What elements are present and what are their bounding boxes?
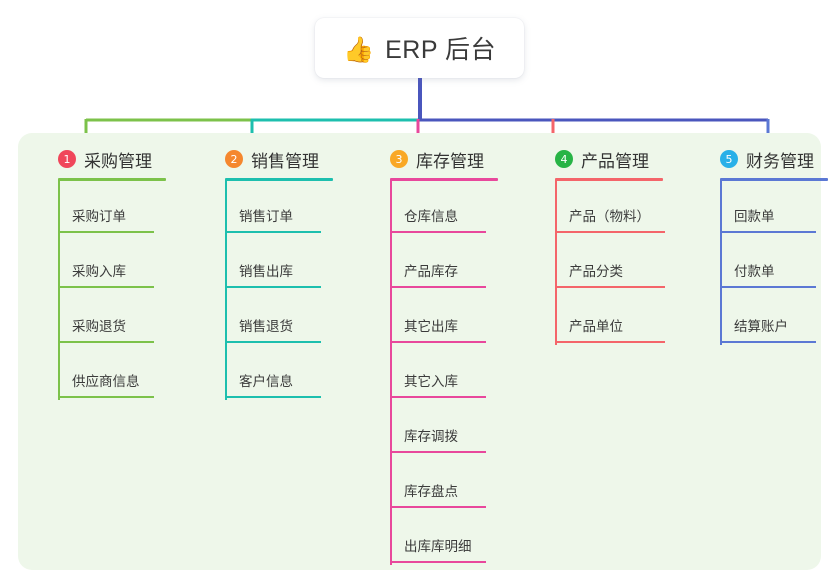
- leaf-label: 产品（物料）: [569, 209, 650, 224]
- leaf-underline: [225, 286, 321, 288]
- leaf-underline: [58, 341, 154, 343]
- leaf-underline: [555, 231, 665, 233]
- leaf-label: 销售退货: [239, 319, 293, 334]
- leaf-underline: [390, 506, 486, 508]
- column-badge-3: 3: [390, 150, 408, 168]
- column-title-3: 库存管理: [416, 151, 484, 171]
- leaf-underline: [58, 286, 154, 288]
- column-header-1[interactable]: 1 采购管理: [38, 146, 152, 172]
- column-title-4: 产品管理: [581, 151, 649, 171]
- leaf-label: 结算账户: [734, 319, 788, 334]
- column-underline-4: [555, 178, 663, 181]
- leaf-label: 客户信息: [239, 374, 293, 389]
- leaf-underline: [390, 286, 486, 288]
- leaf-label: 产品单位: [569, 319, 623, 334]
- leaf-label: 销售订单: [239, 209, 293, 224]
- column-1: 1 采购管理采购订单采购入库采购退货供应商信息: [38, 146, 166, 400]
- column-spine-2: [225, 180, 227, 400]
- root-node[interactable]: 👍 ERP 后台: [315, 18, 524, 78]
- column-spine-3: [390, 180, 392, 565]
- leaf-underline: [390, 341, 486, 343]
- leaf-underline: [390, 561, 486, 563]
- leaf-underline: [555, 286, 665, 288]
- column-header-3[interactable]: 3 库存管理: [370, 146, 484, 172]
- leaf-label: 出库库明细: [404, 539, 472, 554]
- column-3: 3 库存管理仓库信息产品库存其它出库其它入库库存调拨库存盘点出库库明细: [370, 146, 498, 565]
- leaf-underline: [390, 396, 486, 398]
- column-spine-1: [58, 180, 60, 400]
- leaf-underline: [720, 231, 816, 233]
- column-5: 5 财务管理回款单付款单结算账户: [700, 146, 828, 345]
- column-header-4[interactable]: 4 产品管理: [535, 146, 649, 172]
- leaf-label: 其它出库: [404, 319, 458, 334]
- column-title-5: 财务管理: [746, 151, 814, 171]
- column-spine-4: [555, 180, 557, 345]
- leaf-label: 供应商信息: [72, 374, 140, 389]
- column-header-2[interactable]: 2 销售管理: [205, 146, 319, 172]
- leaf-underline: [58, 396, 154, 398]
- leaf-label: 产品库存: [404, 264, 458, 279]
- leaf-label: 付款单: [734, 264, 775, 279]
- leaf-label: 产品分类: [569, 264, 623, 279]
- thumbs-up-icon: 👍: [342, 34, 375, 64]
- column-spine-5: [720, 180, 722, 345]
- column-header-5[interactable]: 5 财务管理: [700, 146, 814, 172]
- leaf-underline: [225, 231, 321, 233]
- leaf-label: 采购入库: [72, 264, 126, 279]
- column-underline-1: [58, 178, 166, 181]
- column-4: 4 产品管理产品（物料） 产品分类产品单位: [535, 146, 665, 345]
- column-badge-2: 2: [225, 150, 243, 168]
- leaf-label: 库存调拨: [404, 429, 458, 444]
- column-underline-3: [390, 178, 498, 181]
- leaf-label: 销售出库: [239, 264, 293, 279]
- root-node-content: 👍 ERP 后台: [343, 30, 496, 66]
- column-underline-2: [225, 178, 333, 181]
- leaf-underline: [58, 231, 154, 233]
- leaf-underline: [390, 451, 486, 453]
- leaf-underline: [225, 341, 321, 343]
- leaf-label: 库存盘点: [404, 484, 458, 499]
- leaf-underline: [225, 396, 321, 398]
- leaf-label: 采购退货: [72, 319, 126, 334]
- leaf-underline: [720, 286, 816, 288]
- content-panel: [18, 133, 821, 570]
- leaf-label: 采购订单: [72, 209, 126, 224]
- root-title: ERP 后台: [385, 36, 497, 64]
- leaf-label: 回款单: [734, 209, 775, 224]
- leaf-underline: [555, 341, 665, 343]
- column-badge-4: 4: [555, 150, 573, 168]
- column-title-2: 销售管理: [251, 151, 319, 171]
- leaf-label: 其它入库: [404, 374, 458, 389]
- leaf-underline: [390, 231, 486, 233]
- column-title-1: 采购管理: [84, 151, 152, 171]
- column-badge-1: 1: [58, 150, 76, 168]
- column-underline-5: [720, 178, 828, 181]
- leaf-label: 仓库信息: [404, 209, 458, 224]
- column-badge-5: 5: [720, 150, 738, 168]
- column-2: 2 销售管理销售订单销售出库销售退货客户信息: [205, 146, 333, 400]
- leaf-underline: [720, 341, 816, 343]
